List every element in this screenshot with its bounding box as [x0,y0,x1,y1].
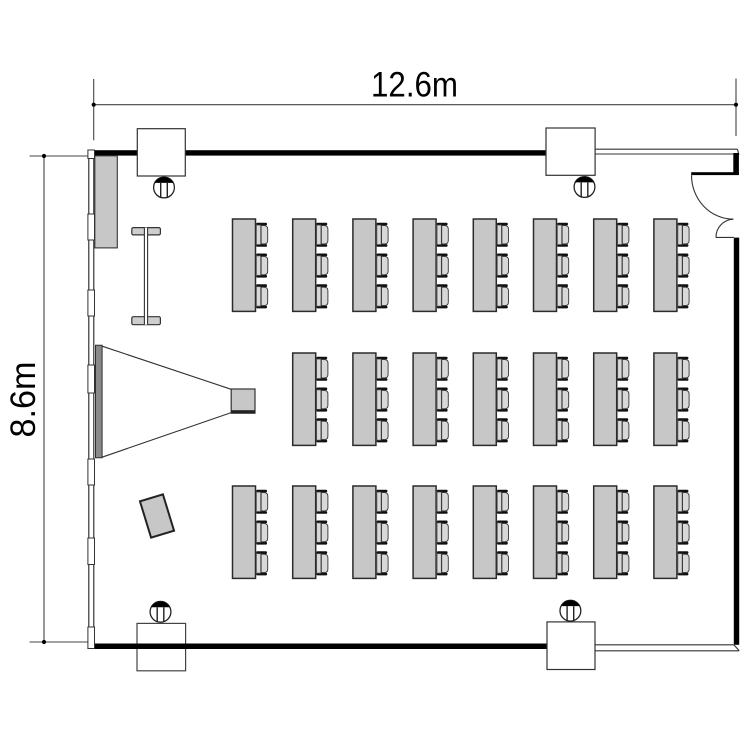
svg-text:8.6m: 8.6m [4,362,43,438]
svg-text:12.6m: 12.6m [371,65,458,104]
